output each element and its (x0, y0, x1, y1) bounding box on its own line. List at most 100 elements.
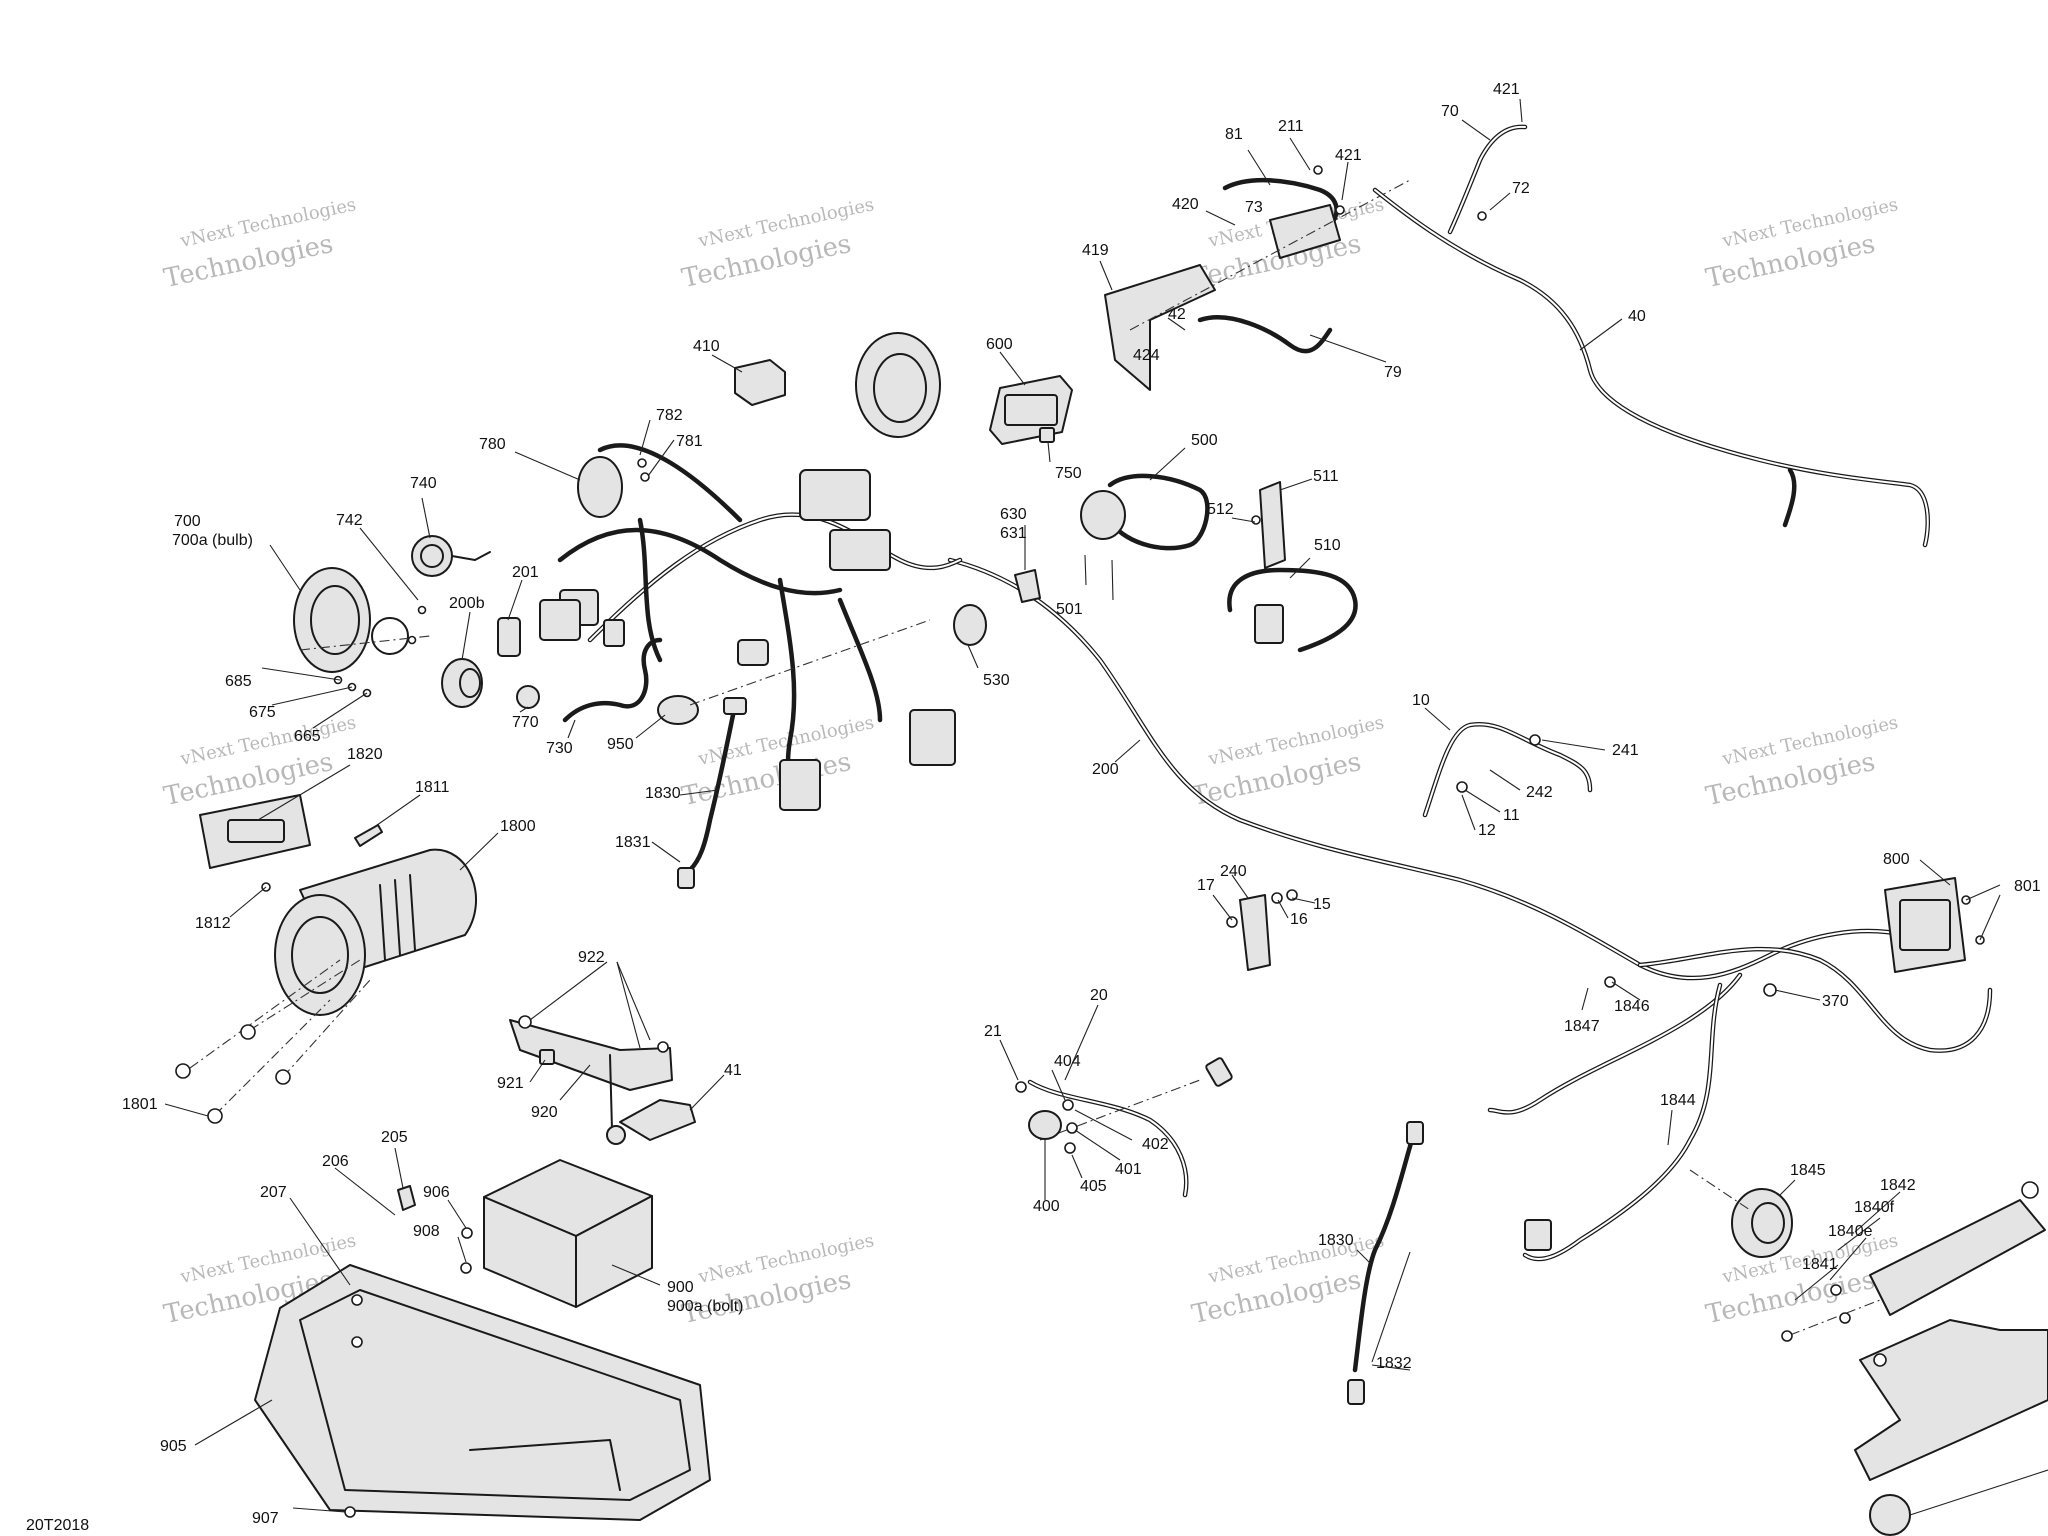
callout-16: 16 (1290, 911, 1308, 928)
callout-410: 410 (693, 338, 720, 355)
callout-73: 73 (1245, 199, 1263, 216)
callout-424: 424 (1133, 347, 1160, 364)
callout-421-mid: 421 (1335, 147, 1362, 164)
callout-665: 665 (294, 728, 321, 745)
callout-950: 950 (607, 736, 634, 753)
part-200b (441, 658, 483, 708)
callout-40: 40 (1628, 308, 1646, 325)
callout-405: 405 (1080, 1178, 1107, 1195)
callout-12: 12 (1478, 822, 1496, 839)
callout-labels: 421 70 72 211 81 421 420 73 419 42 424 7… (122, 81, 2041, 1527)
battery-tray-905 (254, 1264, 711, 1521)
callout-207: 207 (260, 1184, 287, 1201)
callout-10: 10 (1412, 692, 1430, 709)
callout-81: 81 (1225, 126, 1243, 143)
battery-900 (483, 1159, 653, 1308)
callout-404: 404 (1054, 1053, 1081, 1070)
callout-11: 11 (1503, 807, 1520, 824)
part-740 (411, 535, 453, 577)
callout-905: 905 (160, 1438, 187, 1455)
callout-900: 900 (667, 1279, 694, 1296)
callout-42: 42 (1168, 306, 1186, 323)
callout-1846: 1846 (1614, 998, 1650, 1015)
part-1820 (199, 794, 311, 869)
callout-421-top: 421 (1493, 81, 1520, 98)
callout-21: 21 (984, 1023, 1002, 1040)
harness-510 (1227, 567, 1358, 653)
callout-750: 750 (1055, 465, 1082, 482)
callout-206: 206 (322, 1153, 349, 1170)
callout-780: 780 (479, 436, 506, 453)
harness-500 (1107, 473, 1210, 551)
callout-1841: 1841 (1802, 1256, 1838, 1273)
harness-branch-1844 (1522, 982, 1723, 1262)
callout-630: 630 (1000, 506, 1027, 523)
callout-685: 685 (225, 673, 252, 690)
leader-lines (164, 98, 2048, 1516)
callout-201: 201 (512, 564, 539, 581)
callout-801: 801 (2014, 878, 2041, 895)
callout-72: 72 (1512, 180, 1530, 197)
part-600 (989, 375, 1073, 445)
callout-41: 41 (724, 1062, 742, 1079)
callout-600: 600 (986, 336, 1013, 353)
part-400 (1028, 1110, 1062, 1140)
callout-922: 922 (578, 949, 605, 966)
callout-742: 742 (336, 512, 363, 529)
callout-240: 240 (1220, 863, 1247, 880)
bracket-240 (1239, 894, 1271, 971)
callout-1847: 1847 (1564, 1018, 1600, 1035)
callout-907: 907 (252, 1510, 279, 1527)
callout-1830-left: 1830 (645, 785, 681, 802)
callout-402: 402 (1142, 1136, 1169, 1153)
callout-1830-right: 1830 (1318, 1232, 1354, 1249)
callout-906: 906 (423, 1184, 450, 1201)
callout-781: 781 (676, 433, 703, 450)
callout-241: 241 (1612, 742, 1639, 759)
callout-900a: 900a (bolt) (667, 1298, 744, 1315)
callout-370: 370 (1822, 993, 1849, 1010)
callout-1812: 1812 (195, 915, 231, 932)
module-800 (1884, 877, 1966, 973)
callout-1811: 1811 (415, 779, 450, 796)
callout-401: 401 (1115, 1161, 1142, 1178)
callout-510: 510 (1314, 537, 1341, 554)
callout-700a: 700a (bulb) (172, 532, 253, 549)
callout-420: 420 (1172, 196, 1199, 213)
harness-10 (1422, 721, 1593, 818)
callout-730: 730 (546, 740, 573, 757)
callout-511: 511 (1313, 468, 1339, 485)
callout-70: 70 (1441, 103, 1459, 120)
bracket-419 (1104, 264, 1216, 391)
callout-740: 740 (410, 475, 437, 492)
callout-631: 631 (1000, 525, 1027, 542)
callout-500: 500 (1191, 432, 1218, 449)
harness-branch-down (1487, 972, 1743, 1115)
callout-1845: 1845 (1790, 1162, 1826, 1179)
callout-1832: 1832 (1376, 1355, 1412, 1372)
callout-512: 512 (1207, 501, 1234, 518)
callout-920: 920 (531, 1104, 558, 1121)
callout-675: 675 (249, 704, 276, 721)
callout-419: 419 (1082, 242, 1109, 259)
part-780 (577, 456, 623, 518)
bracket-1840 (1869, 1199, 2046, 1316)
callout-17: 17 (1197, 877, 1215, 894)
part-950 (657, 695, 699, 725)
callout-1800: 1800 (500, 818, 536, 835)
callout-1820: 1820 (347, 746, 383, 763)
callout-1842: 1842 (1880, 1177, 1916, 1194)
callout-800: 800 (1883, 851, 1910, 868)
callout-908: 908 (413, 1223, 440, 1240)
callout-782: 782 (656, 407, 683, 424)
callout-770: 770 (512, 714, 539, 731)
callout-1840e: 1840e (1828, 1223, 1873, 1240)
callout-15: 15 (1313, 896, 1331, 913)
